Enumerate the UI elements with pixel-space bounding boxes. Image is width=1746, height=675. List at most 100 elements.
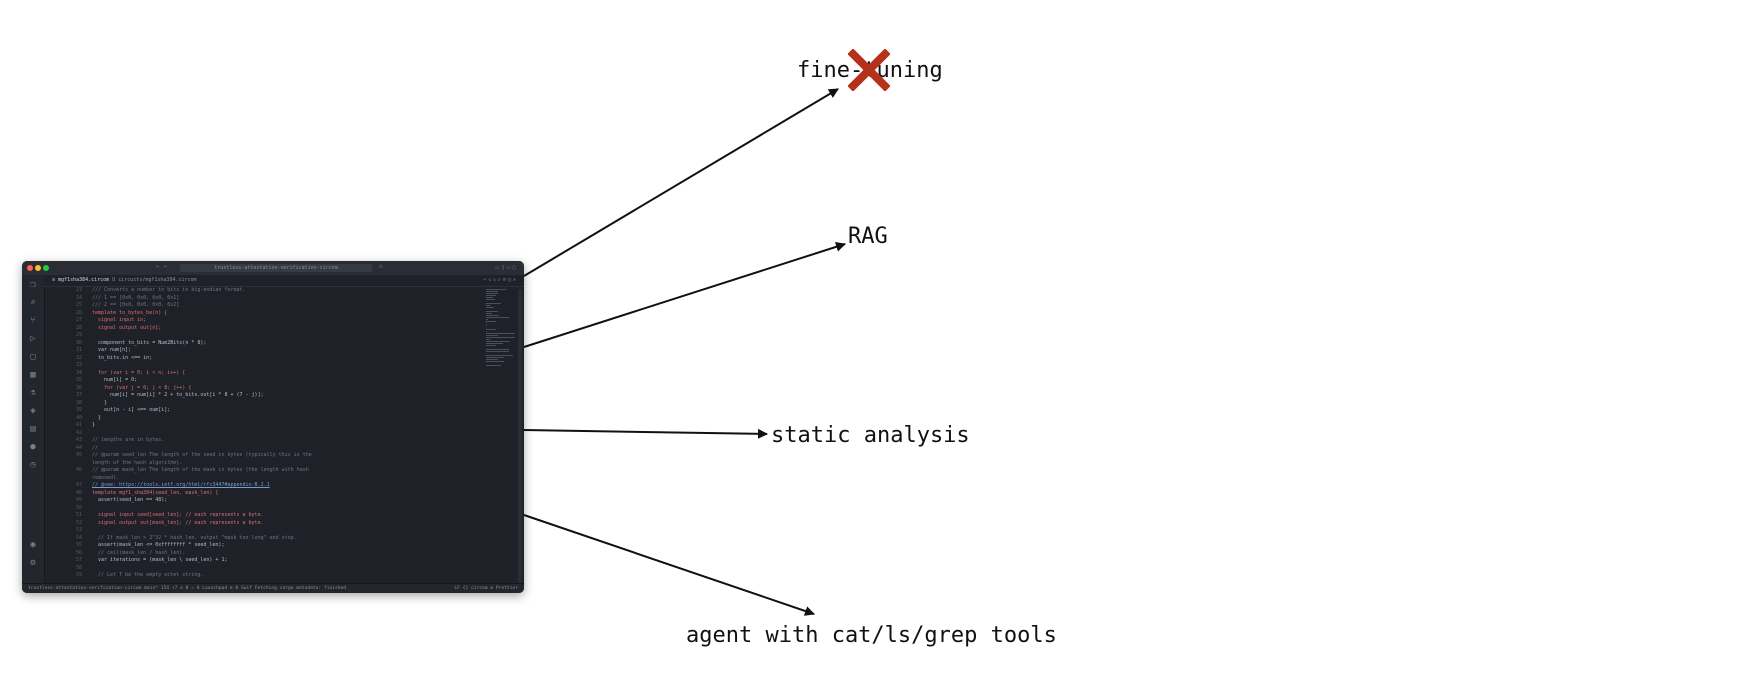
status-left[interactable]: trustless-attestation-verification-circo… bbox=[28, 586, 347, 591]
line-text: length of the hash algorithm). bbox=[92, 459, 183, 466]
line-text: signal input in; bbox=[92, 317, 147, 323]
testing-icon[interactable]: ⚗ bbox=[30, 388, 36, 398]
minimap-line bbox=[486, 357, 504, 358]
minimap-line bbox=[486, 341, 510, 342]
arrow-to-rag bbox=[523, 241, 846, 348]
minimap-line bbox=[486, 295, 496, 296]
line-number: 51 bbox=[75, 512, 82, 518]
line-text: num[i] = num[i] * 2 + to_bits.out[i * 8 … bbox=[92, 392, 264, 398]
arrow-to-agent bbox=[523, 514, 815, 616]
line-text: signal input seed[seed_len]; // each rep… bbox=[92, 512, 264, 518]
line-number: 26 bbox=[75, 309, 82, 316]
status-right[interactable]: LF {} circom ⚙ Prettier bbox=[454, 586, 518, 591]
line-number: 55 bbox=[75, 542, 82, 548]
minimap-line bbox=[486, 303, 502, 304]
minimap-line bbox=[486, 365, 501, 366]
line-text: // Let T be the empty octet string. bbox=[92, 572, 204, 578]
line-text: /// Converts a number to bits in big-end… bbox=[92, 287, 246, 293]
code-area[interactable]: 23 /// Converts a number to bits in big-e… bbox=[44, 287, 492, 584]
search-text: trustless-attestation-verification-circo… bbox=[214, 265, 338, 271]
maximize-window-icon[interactable] bbox=[43, 265, 49, 271]
nav-arrows-icon[interactable]: ← → bbox=[156, 263, 167, 270]
tab-mgf1sha384[interactable]: ≡ mgf1sha384.circom U circuits/mgf1sha38… bbox=[52, 277, 197, 283]
line-text: // lengths are in bytes. bbox=[92, 437, 165, 443]
line-text: } bbox=[92, 422, 96, 428]
account-icon[interactable]: ◉ bbox=[30, 540, 36, 550]
line-number: 54 bbox=[75, 534, 82, 541]
line-text: assert(seed_len == 48); bbox=[92, 497, 168, 503]
line-text: signal output out[mask_len]; // each rep… bbox=[92, 519, 264, 526]
line-text: // @param seed_len The length of the see… bbox=[92, 452, 312, 458]
minimap-line bbox=[486, 351, 509, 352]
line-text: template to_bytes_be(n) { bbox=[92, 309, 168, 316]
red-x-icon bbox=[848, 49, 890, 91]
editor-actions-icons[interactable]: ⑂◁◇▷⚙◫✕ bbox=[482, 277, 518, 283]
minimap[interactable] bbox=[486, 289, 516, 369]
line-number: 38 bbox=[75, 399, 82, 406]
line-number: 35 bbox=[75, 377, 82, 383]
line-number: 23 bbox=[75, 287, 82, 293]
arrow-to-fine-tuning bbox=[523, 88, 839, 277]
graph-icon[interactable]: ▤ bbox=[30, 424, 36, 434]
minimap-line bbox=[486, 317, 509, 318]
line-number: 37 bbox=[75, 392, 82, 398]
timeline-icon[interactable]: ◷ bbox=[30, 460, 36, 470]
line-number: 30 bbox=[75, 339, 82, 346]
line-text: // bbox=[92, 444, 99, 451]
copilot-icon[interactable]: ⚇ bbox=[379, 263, 383, 270]
minimap-line bbox=[486, 297, 494, 298]
label-rag: RAG bbox=[848, 224, 888, 249]
line-number: 27 bbox=[75, 317, 82, 323]
explorer-icon[interactable]: ❐ bbox=[30, 280, 36, 290]
command-center-search[interactable]: trustless-attestation-verification-circo… bbox=[180, 264, 372, 272]
close-window-icon[interactable] bbox=[27, 265, 33, 271]
arrow-to-static-analysis bbox=[523, 428, 768, 439]
status-bar: trustless-attestation-verification-circo… bbox=[22, 583, 524, 593]
line-text: assert(mask_len <= 0xffffffff * seed_len… bbox=[92, 542, 225, 548]
line-number: 50 bbox=[75, 504, 82, 511]
line-text: for (var j = 0; j < 8; j++) { bbox=[92, 384, 192, 391]
extensions-icon[interactable]: ▦ bbox=[30, 370, 36, 380]
line-number: 44 bbox=[75, 444, 82, 451]
line-number: 43 bbox=[75, 437, 82, 443]
containers-icon[interactable]: ◈ bbox=[30, 406, 36, 416]
minimap-line bbox=[486, 343, 503, 344]
minimize-window-icon[interactable] bbox=[35, 265, 41, 271]
minimap-line bbox=[486, 361, 504, 362]
minimap-line bbox=[486, 345, 496, 346]
vertical-scrollbar[interactable] bbox=[518, 289, 522, 589]
line-number: 24 bbox=[75, 294, 82, 301]
run-debug-icon[interactable]: ▷ bbox=[30, 334, 36, 344]
search-icon[interactable]: ⌕ bbox=[30, 298, 36, 308]
minimap-line bbox=[486, 313, 492, 314]
line-number: 33 bbox=[75, 362, 82, 368]
line-text: // If mask_len > 2^32 * hash_len, output… bbox=[92, 534, 297, 541]
line-text: /// 1 == [0x0, 0x0, 0x0, 0x1] bbox=[92, 294, 180, 301]
label-agent: agent with cat/ls/grep tools bbox=[686, 623, 1057, 648]
minimap-line bbox=[486, 349, 509, 350]
line-number: 49 bbox=[75, 497, 82, 503]
settings-gear-icon[interactable]: ⚙ bbox=[30, 558, 36, 568]
minimap-line bbox=[486, 299, 496, 300]
line-number: 46 bbox=[75, 467, 82, 473]
line-number: 29 bbox=[75, 332, 82, 338]
editor-tab-bar: ≡ mgf1sha384.circom U circuits/mgf1sha38… bbox=[44, 275, 524, 287]
layout-icons[interactable]: ▭▯▭▢ bbox=[495, 264, 518, 271]
line-number: 45 bbox=[75, 452, 82, 458]
line-text: template mgf1_sha384(seed_len, mask_len)… bbox=[92, 489, 219, 496]
remote-explorer-icon[interactable]: ▢ bbox=[30, 352, 36, 362]
minimap-line bbox=[486, 291, 498, 292]
github-icon[interactable]: ● bbox=[30, 442, 36, 452]
tab-modified-badge: U bbox=[112, 277, 116, 283]
minimap-line bbox=[486, 321, 497, 322]
line-text: } bbox=[92, 414, 102, 421]
minimap-line bbox=[486, 335, 498, 336]
source-control-icon[interactable]: ⑂ bbox=[30, 316, 36, 326]
label-static-analysis: static analysis bbox=[771, 423, 970, 448]
line-text: var num[n]; bbox=[92, 347, 132, 353]
line-text: component to_bits = Num2Bits(n * 8); bbox=[92, 339, 207, 346]
line-number: 53 bbox=[75, 527, 82, 533]
tab-file-path: circuits/mgf1sha384.circom bbox=[118, 277, 197, 283]
line-text: out[n - i] <== num[i]; bbox=[92, 407, 171, 413]
line-number: 59 bbox=[75, 572, 82, 578]
